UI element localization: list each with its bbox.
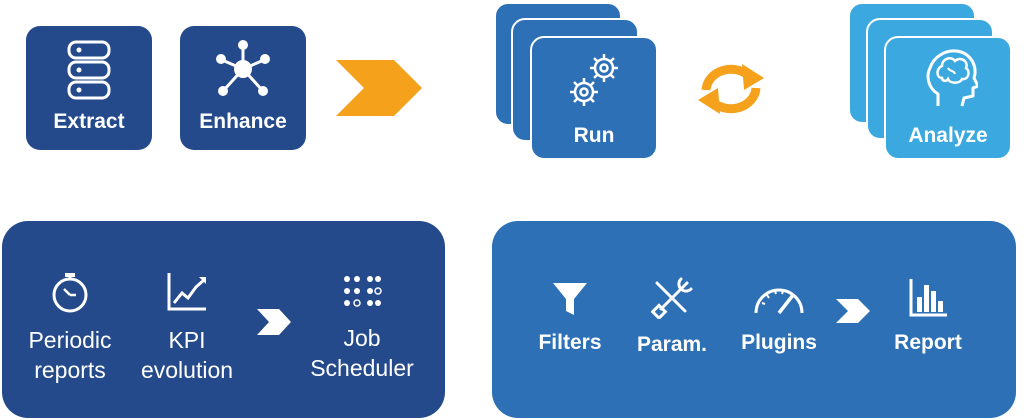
analysis-panel: Filters Param. — [492, 221, 1016, 418]
kpi-evolution-item[interactable]: KPI evolution — [130, 271, 244, 385]
trend-chart-icon — [166, 271, 208, 313]
analyze-label: Analyze — [908, 124, 988, 147]
stopwatch-icon — [50, 271, 90, 313]
database-icon — [67, 40, 111, 100]
kpi-evolution-label-line2: evolution — [140, 357, 234, 383]
param-item[interactable]: Param. — [626, 277, 718, 357]
run-tile[interactable]: Run — [530, 36, 658, 160]
enhance-tile[interactable]: Enhance — [180, 26, 306, 150]
funnel-icon — [552, 281, 588, 317]
kpi-evolution-label-line1: KPI — [168, 327, 206, 353]
bar-chart-icon — [909, 279, 947, 317]
filters-item[interactable]: Filters — [528, 281, 612, 355]
filters-label: Filters — [538, 331, 602, 354]
periodic-reports-label-line1: Periodic — [28, 327, 112, 353]
periodic-reports-label-line2: reports — [34, 357, 106, 383]
plugins-item[interactable]: Plugins — [732, 281, 826, 355]
job-scheduler-label-line2: Scheduler — [310, 355, 414, 381]
extract-tile[interactable]: Extract — [26, 26, 152, 150]
analyze-tile[interactable]: Analyze — [884, 36, 1012, 160]
small-chevron-icon — [836, 299, 870, 323]
small-chevron-icon — [257, 309, 291, 335]
enhance-label: Enhance — [199, 110, 287, 133]
gauge-icon — [753, 281, 805, 317]
extract-label: Extract — [53, 110, 125, 133]
job-scheduler-label-line1: Job — [343, 325, 381, 351]
param-label: Param. — [636, 333, 708, 356]
network-hub-icon — [214, 38, 272, 100]
flow-arrow-icon — [336, 60, 426, 116]
tools-icon — [651, 277, 693, 319]
refresh-cycle-icon — [694, 60, 768, 118]
report-label: Report — [894, 331, 962, 354]
gears-icon — [564, 46, 630, 112]
plugins-label: Plugins — [741, 331, 817, 354]
report-item[interactable]: Report — [882, 279, 974, 355]
brain-head-icon — [924, 48, 978, 108]
job-scheduler-item[interactable]: Job Scheduler — [300, 271, 424, 383]
reporting-panel: Periodic reports KPI evolution — [2, 221, 445, 418]
run-label: Run — [573, 124, 615, 147]
periodic-reports-item[interactable]: Periodic reports — [18, 271, 122, 385]
dot-grid-icon — [342, 271, 382, 311]
